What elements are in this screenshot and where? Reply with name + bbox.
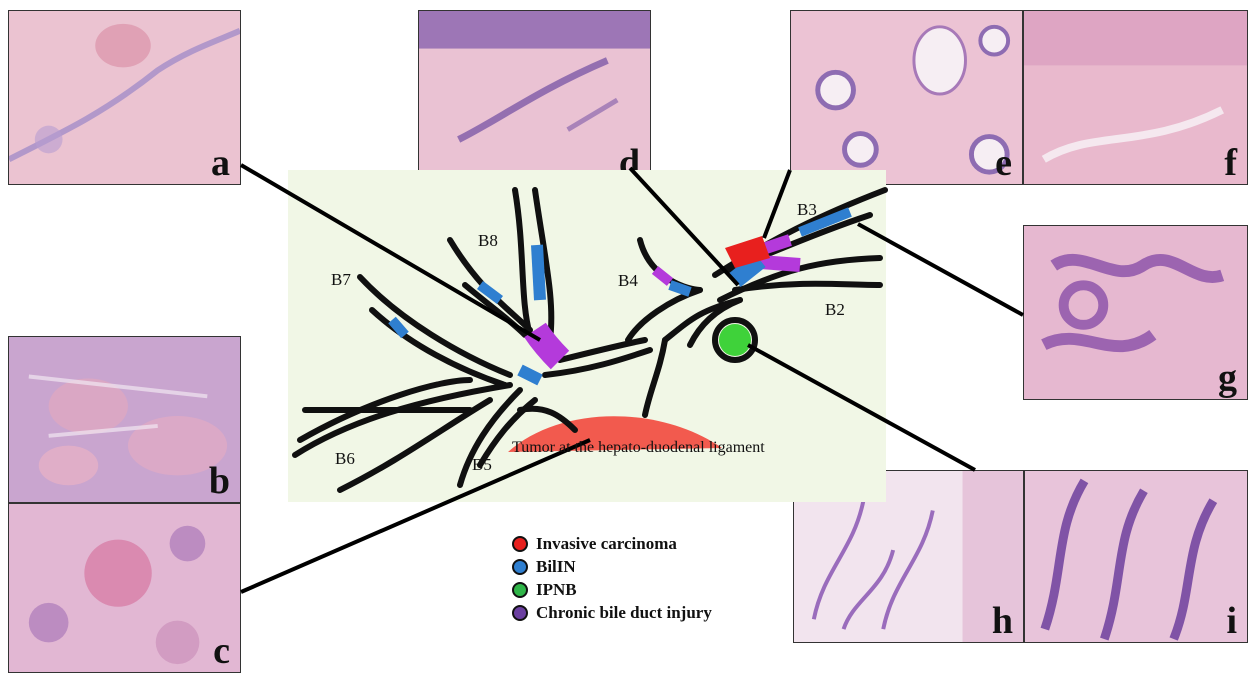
legend-label-injury: Chronic bile duct injury xyxy=(536,603,712,623)
legend: Invasive carcinoma BilIN IPNB Chronic bi… xyxy=(512,532,712,624)
branch-label-b3: B3 xyxy=(797,200,817,219)
branch-label-b6: B6 xyxy=(335,449,355,468)
legend-item-invasive: Invasive carcinoma xyxy=(512,532,712,555)
legend-dot-green xyxy=(512,582,528,598)
legend-item-bilin: BilIN xyxy=(512,555,712,578)
legend-dot-red xyxy=(512,536,528,552)
legend-dot-blue xyxy=(512,559,528,575)
branch-label-b7: B7 xyxy=(331,270,351,289)
connector-lines xyxy=(241,165,1023,592)
legend-item-injury: Chronic bile duct injury xyxy=(512,601,712,624)
legend-item-ipnb: IPNB xyxy=(512,578,712,601)
legend-label-invasive: Invasive carcinoma xyxy=(536,534,677,554)
tumor-label: Tumor at the hepato-duodenal ligament xyxy=(512,439,765,456)
branch-label-b4: B4 xyxy=(618,271,638,290)
ipnb-lesion xyxy=(719,324,751,356)
legend-label-ipnb: IPNB xyxy=(536,580,577,600)
branch-label-b5: B5 xyxy=(472,455,492,474)
branch-label-b2: B2 xyxy=(825,300,845,319)
legend-label-bilin: BilIN xyxy=(536,557,576,577)
legend-dot-purple xyxy=(512,605,528,621)
branch-label-b8: B8 xyxy=(478,231,498,250)
